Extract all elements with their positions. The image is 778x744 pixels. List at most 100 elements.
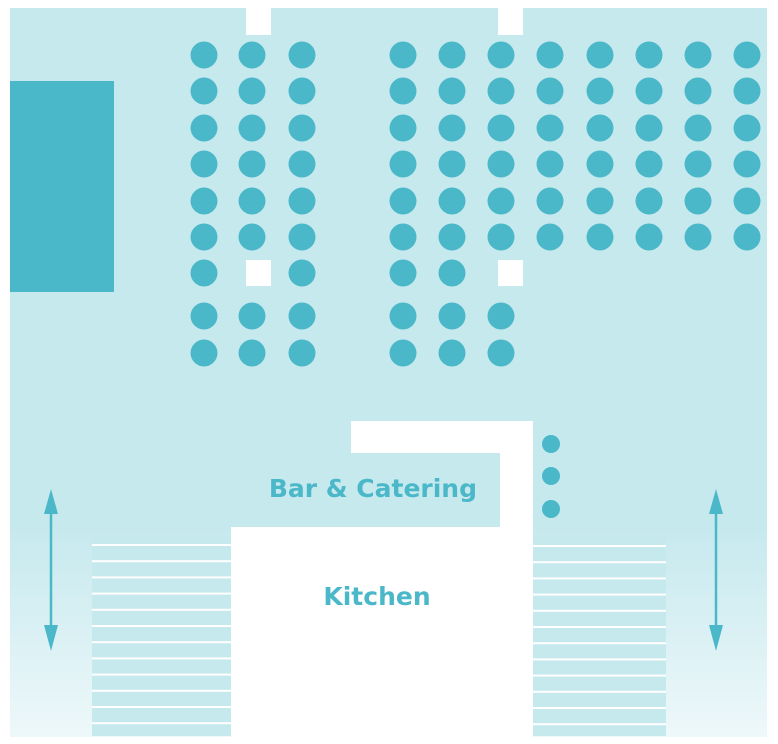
seat bbox=[733, 77, 761, 105]
seat bbox=[487, 302, 515, 330]
stair-step-line bbox=[92, 544, 231, 546]
bar-stool bbox=[542, 467, 560, 485]
stair-step-line bbox=[533, 577, 666, 580]
seat bbox=[536, 77, 564, 105]
stair-step-line bbox=[533, 723, 666, 726]
seat bbox=[238, 339, 266, 367]
pillar bbox=[246, 8, 271, 35]
seat bbox=[288, 223, 316, 251]
bar-passage bbox=[500, 453, 533, 527]
left-elevator-arrow-icon bbox=[44, 489, 58, 651]
seat bbox=[190, 114, 218, 142]
seat bbox=[190, 150, 218, 178]
kitchen-label: Kitchen bbox=[323, 582, 430, 611]
seat bbox=[389, 302, 417, 330]
seat bbox=[733, 41, 761, 69]
seat bbox=[190, 41, 218, 69]
seat bbox=[438, 41, 466, 69]
stair-step-line bbox=[92, 608, 231, 611]
seat bbox=[684, 114, 712, 142]
seat bbox=[238, 114, 266, 142]
seat bbox=[684, 223, 712, 251]
seat bbox=[190, 339, 218, 367]
seat bbox=[238, 77, 266, 105]
seat bbox=[733, 114, 761, 142]
seat bbox=[389, 150, 417, 178]
seat bbox=[288, 187, 316, 215]
seat bbox=[190, 77, 218, 105]
kitchen-area bbox=[231, 527, 533, 744]
stair-step-line bbox=[92, 576, 231, 579]
seat bbox=[288, 339, 316, 367]
seat bbox=[487, 41, 515, 69]
seat bbox=[438, 114, 466, 142]
stair-step-line bbox=[533, 674, 666, 677]
seat bbox=[288, 77, 316, 105]
stair-step-line bbox=[92, 657, 231, 660]
bar-stool bbox=[542, 435, 560, 453]
seat bbox=[487, 150, 515, 178]
seat bbox=[190, 223, 218, 251]
bar-stool bbox=[542, 500, 560, 518]
stair-step-line bbox=[92, 560, 231, 563]
seat bbox=[635, 223, 663, 251]
stair-step-line bbox=[533, 658, 666, 661]
seat bbox=[635, 187, 663, 215]
seat bbox=[635, 41, 663, 69]
seat bbox=[238, 187, 266, 215]
stair-step-line bbox=[92, 722, 231, 725]
seat bbox=[586, 114, 614, 142]
seat bbox=[288, 259, 316, 287]
stair-step-line bbox=[92, 673, 231, 676]
pillar bbox=[246, 260, 271, 286]
stair-steps bbox=[92, 544, 666, 726]
stair-step-line bbox=[533, 626, 666, 628]
seat bbox=[238, 41, 266, 69]
seat bbox=[684, 41, 712, 69]
seat bbox=[190, 259, 218, 287]
stair-step-line bbox=[92, 625, 231, 627]
stair-step-line bbox=[533, 561, 666, 564]
seat bbox=[487, 187, 515, 215]
seat bbox=[536, 150, 564, 178]
stair-step-line bbox=[533, 642, 666, 645]
seat bbox=[288, 150, 316, 178]
seat bbox=[733, 187, 761, 215]
seat bbox=[684, 150, 712, 178]
seat bbox=[487, 339, 515, 367]
seat bbox=[733, 223, 761, 251]
seat bbox=[238, 223, 266, 251]
stair-step-line bbox=[533, 593, 666, 596]
seat bbox=[586, 150, 614, 178]
right-elevator-arrow-icon bbox=[709, 489, 723, 651]
seat bbox=[487, 77, 515, 105]
seat bbox=[288, 41, 316, 69]
seat bbox=[438, 339, 466, 367]
seat bbox=[684, 187, 712, 215]
seat bbox=[438, 150, 466, 178]
left-staircase bbox=[92, 536, 231, 736]
stair-step-line bbox=[533, 707, 666, 709]
stair-step-line bbox=[92, 641, 231, 644]
seat bbox=[586, 77, 614, 105]
bar-counter-notch bbox=[351, 421, 533, 453]
seat bbox=[586, 223, 614, 251]
seat bbox=[536, 114, 564, 142]
seat bbox=[536, 41, 564, 69]
seat bbox=[389, 114, 417, 142]
stair-step-line bbox=[533, 609, 666, 612]
seat bbox=[389, 259, 417, 287]
seat bbox=[389, 223, 417, 251]
seat bbox=[536, 223, 564, 251]
seat bbox=[438, 77, 466, 105]
bar-catering-label: Bar & Catering bbox=[269, 474, 477, 503]
seat bbox=[586, 187, 614, 215]
pillar bbox=[498, 8, 523, 35]
pillars bbox=[246, 8, 523, 286]
seat bbox=[389, 339, 417, 367]
seat bbox=[190, 187, 218, 215]
seating bbox=[190, 41, 761, 518]
seat bbox=[438, 223, 466, 251]
seat bbox=[389, 41, 417, 69]
seat bbox=[389, 77, 417, 105]
